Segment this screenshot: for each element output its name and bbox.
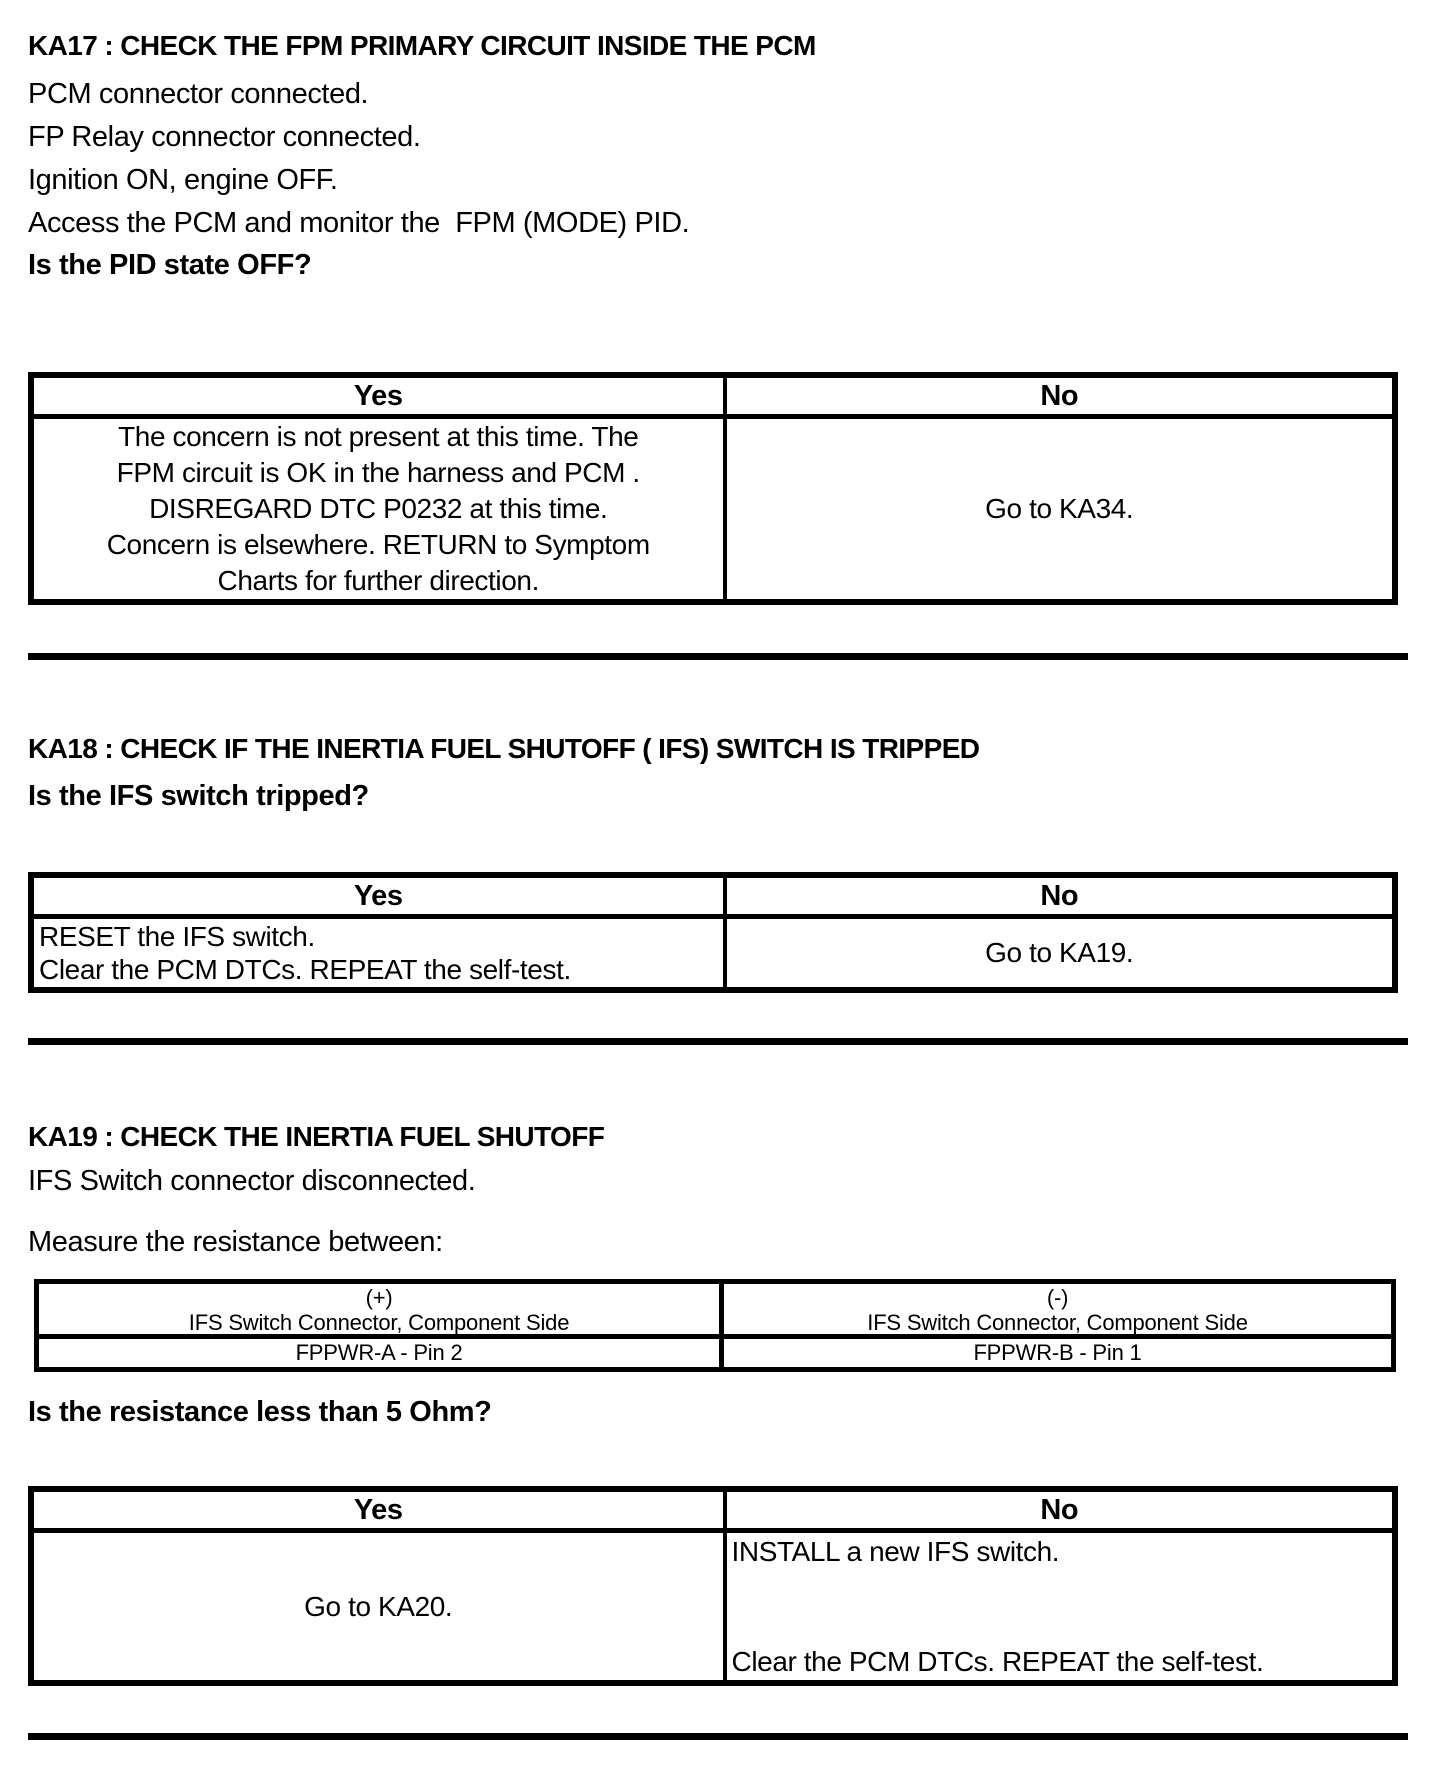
decision-question: Is the PID state OFF?	[28, 249, 312, 281]
yes-header-cell: Yes	[353, 1493, 403, 1526]
action-line: INSTALL a new IFS switch.	[731, 1536, 1060, 1567]
action-line: Clear the PCM DTCs. REPEAT the self-test…	[731, 1646, 1264, 1677]
result-table-body-row: The concern is not present at this time.…	[34, 419, 1392, 599]
result-table-header-row: Yes No	[34, 378, 1392, 419]
no-action-cell: Go to KA34.	[722, 419, 1392, 599]
procedure-step: FP Relay connector connected.	[28, 121, 421, 153]
section-heading-ka17: KA17 : CHECK THE FPM PRIMARY CIRCUIT INS…	[28, 30, 816, 61]
result-table-header-row: Yes No	[34, 878, 1392, 919]
section-divider	[28, 1038, 1408, 1045]
polarity-sign: (+)	[365, 1285, 393, 1310]
yes-action-cell: The concern is not present at this time.…	[34, 419, 723, 599]
measurement-pin-row: FPPWR-A - Pin 2 FPPWR-B - Pin 1	[39, 1339, 1391, 1367]
procedure-step: Measure the resistance between:	[28, 1226, 443, 1258]
decision-question: Is the resistance less than 5 Ohm?	[28, 1396, 492, 1428]
procedure-step: IFS Switch connector disconnected.	[28, 1165, 476, 1197]
no-header-cell: No	[722, 878, 1392, 914]
result-table-body-row: Go to KA20. INSTALL a new IFS switch. Cl…	[34, 1533, 1392, 1680]
negative-header-cell: (-) IFS Switch Connector, Component Side	[719, 1284, 1391, 1335]
action-line: Concern is elsewhere. RETURN to Symptom	[106, 529, 650, 560]
no-header-cell: No	[722, 378, 1392, 414]
procedure-step: PCM connector connected.	[28, 78, 369, 110]
result-table-ka17: Yes No The concern is not present at thi…	[28, 372, 1398, 605]
measurement-header-row: (+) IFS Switch Connector, Component Side…	[39, 1284, 1391, 1339]
negative-pin-cell: FPPWR-B - Pin 1	[719, 1339, 1391, 1367]
decision-question: Is the IFS switch tripped?	[28, 780, 369, 812]
section-heading-ka19: KA19 : CHECK THE INERTIA FUEL SHUTOFF	[28, 1121, 605, 1152]
action-line: DISREGARD DTC P0232 at this time.	[149, 493, 608, 524]
yes-header-cell: Yes	[353, 379, 403, 412]
procedure-step: Access the PCM and monitor the FPM (MODE…	[28, 207, 690, 239]
yes-header-cell: Yes	[353, 879, 403, 912]
polarity-sign: (-)	[1046, 1285, 1069, 1310]
result-table-ka18: Yes No RESET the IFS switch. Clear the P…	[28, 872, 1398, 993]
action-line: RESET the IFS switch.	[39, 921, 315, 952]
measurement-table: (+) IFS Switch Connector, Component Side…	[34, 1279, 1396, 1372]
no-action-cell: INSTALL a new IFS switch. Clear the PCM …	[722, 1533, 1392, 1680]
result-table-ka19: Yes No Go to KA20. INSTALL a new IFS swi…	[28, 1486, 1398, 1686]
positive-header-cell: (+) IFS Switch Connector, Component Side	[39, 1284, 719, 1335]
connector-description: IFS Switch Connector, Component Side	[188, 1310, 570, 1335]
section-heading-ka18: KA18 : CHECK IF THE INERTIA FUEL SHUTOFF…	[28, 733, 980, 764]
no-header-cell: No	[722, 1492, 1392, 1528]
no-action-cell: Go to KA19.	[722, 919, 1392, 987]
connector-description: IFS Switch Connector, Component Side	[867, 1310, 1248, 1335]
yes-action-cell: Go to KA20.	[304, 1590, 453, 1622]
action-line: The concern is not present at this time.…	[118, 421, 639, 452]
action-line: Clear the PCM DTCs. REPEAT the self-test…	[39, 954, 571, 985]
result-table-body-row: RESET the IFS switch. Clear the PCM DTCs…	[34, 919, 1392, 987]
result-table-header-row: Yes No	[34, 1492, 1392, 1533]
action-line: FPM circuit is OK in the harness and PCM…	[116, 457, 641, 488]
section-divider	[28, 653, 1408, 660]
positive-pin-cell: FPPWR-A - Pin 2	[295, 1340, 463, 1365]
yes-action-cell: RESET the IFS switch. Clear the PCM DTCs…	[34, 919, 723, 987]
procedure-step: Ignition ON, engine OFF.	[28, 164, 338, 196]
action-line: Charts for further direction.	[217, 565, 540, 596]
section-divider	[28, 1733, 1408, 1740]
